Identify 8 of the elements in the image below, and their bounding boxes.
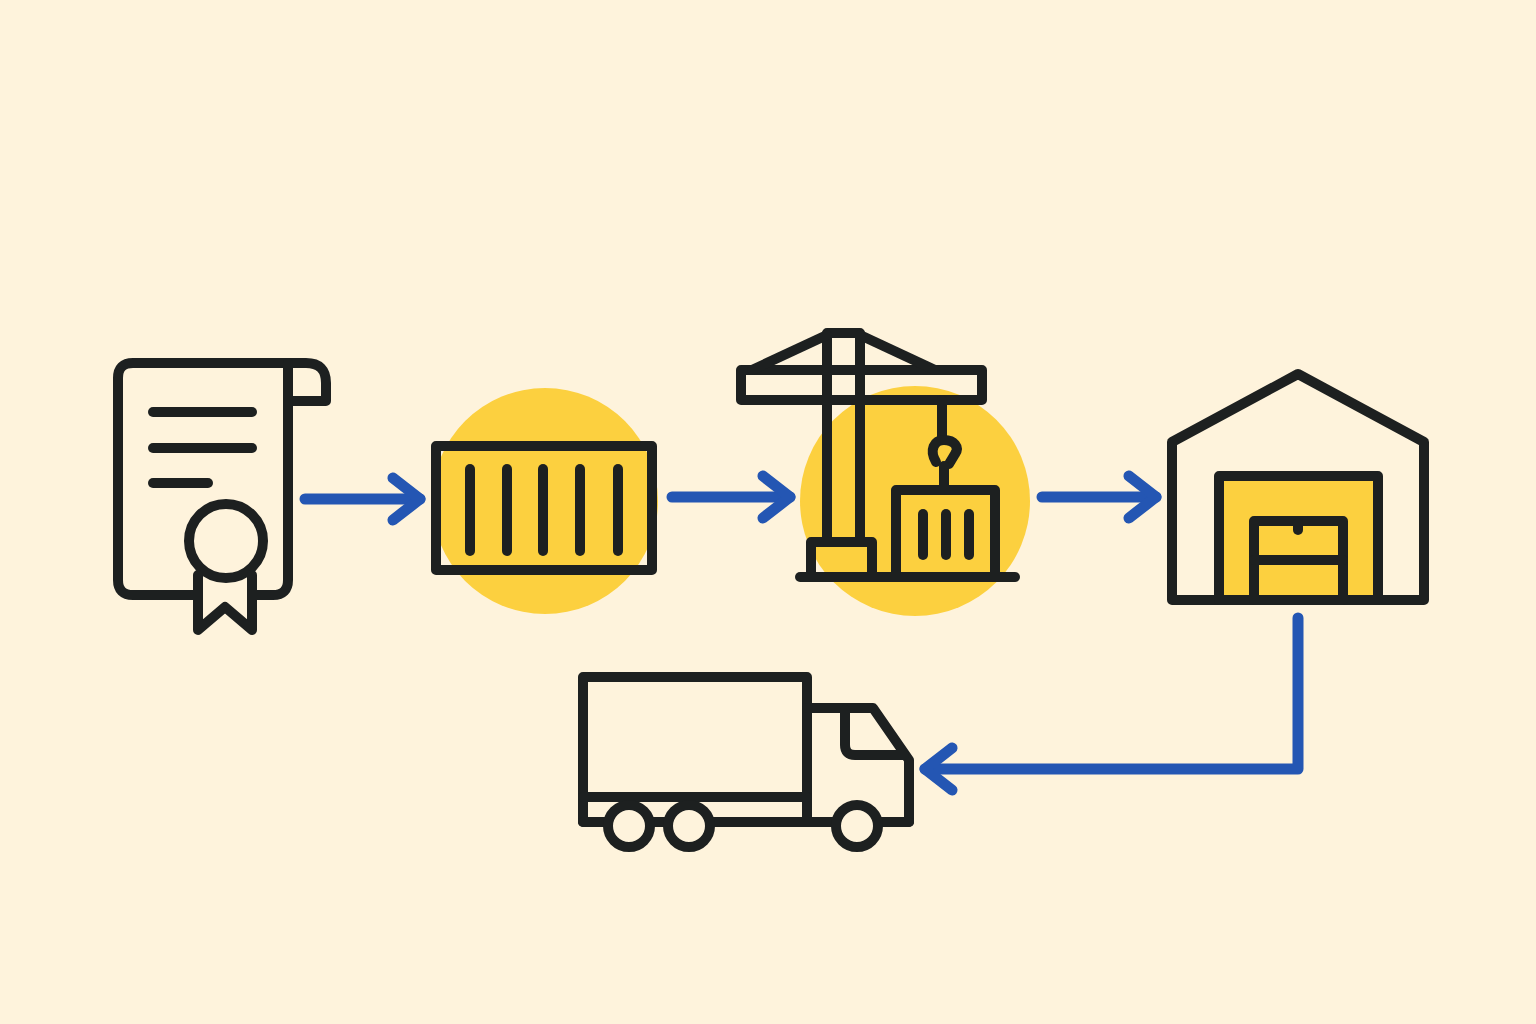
warehouse-icon [1166,367,1430,606]
arrow [1036,470,1162,524]
arrow [666,470,796,524]
arrow [299,472,426,526]
arrow [919,612,1304,796]
certificate-icon [112,357,333,638]
truck-icon [577,671,915,853]
shipping-container-icon [430,387,660,615]
